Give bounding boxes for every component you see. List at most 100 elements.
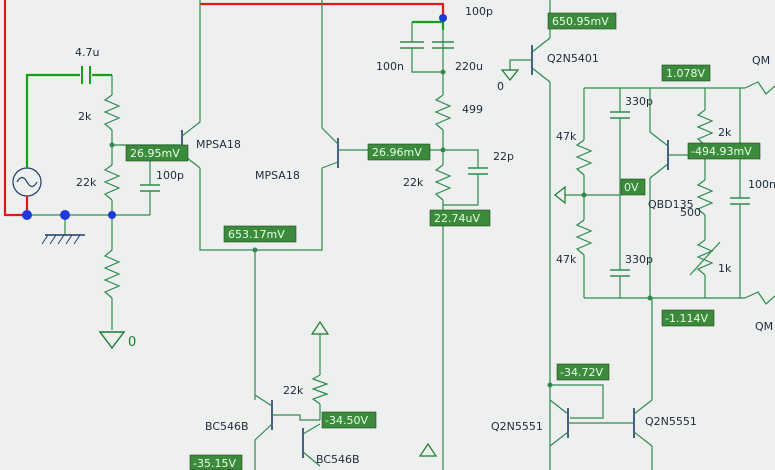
node-cap-top[interactable] [439, 14, 447, 22]
ground-triangle-bottom-2 [418, 442, 438, 457]
res-2k-right[interactable] [696, 109, 714, 146]
label-res-500: 500 [680, 206, 701, 219]
input-signal-wire[interactable] [3, 0, 27, 217]
label-q-bc546b-b: BC546B [316, 453, 360, 466]
probe-emitters[interactable]: 653.17mV [223, 225, 297, 243]
pot-wiper [689, 241, 721, 276]
svg-text:-1.114V: -1.114V [665, 312, 708, 325]
probe-2n5401[interactable]: 650.95mV [547, 12, 617, 30]
svg-text:-35.15V: -35.15V [193, 457, 236, 470]
svg-text:0V: 0V [624, 181, 639, 194]
cap-100n-wires-2 [411, 48, 443, 73]
label-cap-100n: 100n [376, 60, 404, 73]
res-22k-left[interactable] [103, 164, 121, 201]
node-input-right[interactable] [108, 211, 116, 219]
res-47k-lower[interactable] [575, 219, 593, 256]
label-cap-100p-left: 100p [156, 169, 184, 182]
probe-2n5551[interactable]: -34.72V [556, 363, 610, 381]
bc546b-b-em [302, 451, 321, 467]
ground-triangle-2n5401 [500, 69, 520, 81]
bc546b-b-col [302, 423, 321, 435]
mpsa18-a-collector [181, 121, 201, 137]
bc546b-a-em [254, 423, 273, 441]
label-cap-100n-right: 100n [748, 178, 775, 191]
svg-text:650.95mV: 650.95mV [552, 15, 609, 28]
res-2k-left[interactable] [103, 94, 121, 131]
q2n5551-bridge [550, 384, 604, 419]
res-47k-upper[interactable] [575, 139, 593, 176]
res-499[interactable] [434, 94, 452, 131]
bd135-em [649, 163, 669, 179]
label-res-47k-lower: 47k [556, 253, 577, 266]
node-input-ground[interactable] [60, 210, 70, 220]
label-res-2k-left: 2k [78, 110, 92, 123]
mpsa18-b-collector [321, 127, 339, 145]
cap-22p-wires-2 [443, 174, 479, 206]
svg-text:26.95mV: 26.95mV [130, 147, 180, 160]
res-right-edge-top [744, 81, 775, 95]
q2n5401-col [531, 67, 551, 83]
junction-1 [109, 142, 115, 148]
label-q-2n5551-a: Q2N5551 [491, 420, 543, 433]
label-cap-330p-lower: 330p [625, 253, 653, 266]
label-cap-100p-top: 100p [465, 5, 493, 18]
res-22k-bottom[interactable] [311, 374, 329, 405]
label-q-bc546b-a: BC546B [205, 420, 249, 433]
probe-zero[interactable]: 0V [620, 178, 646, 196]
junction-2 [252, 247, 258, 253]
cap-22p-wires [443, 149, 479, 168]
label-q-mpsa18-a: MPSA18 [196, 138, 241, 151]
input-coupling-wire[interactable] [25, 73, 80, 160]
label-q-2n5551-b: Q2N5551 [645, 415, 697, 428]
junction-5 [581, 192, 587, 198]
probe-bd135[interactable]: -494.93mV [687, 142, 761, 160]
probe-base-b[interactable]: 26.96mV [367, 143, 431, 161]
top-feed-wire[interactable] [200, 2, 445, 18]
top-cap-wire[interactable] [412, 20, 445, 30]
label-res-499: 499 [462, 103, 483, 116]
label-res-22k-left: 22k [76, 176, 97, 189]
q2n5401-em [531, 37, 551, 53]
svg-text:1.078V: 1.078V [666, 67, 705, 80]
label-cap-input: 4.7u [75, 46, 99, 59]
ground-triangle-bottom-1 [310, 320, 330, 335]
ground-triangle-0 [98, 331, 126, 350]
res-1k-pot[interactable] [696, 239, 714, 276]
label-q-bottom-right: QM [755, 320, 773, 333]
q2n5401-base-wire [509, 59, 532, 70]
probe-bc546b[interactable]: -34.50V [321, 411, 377, 429]
res-22k-mid[interactable] [434, 164, 452, 201]
label-ground-0-top: 0 [497, 80, 504, 93]
label-cap-330p-upper: 330p [625, 95, 653, 108]
probe-bc546b-bottom[interactable]: -35.15V [189, 454, 243, 470]
ground-hatch [41, 234, 81, 245]
label-q-mpsa18-b: MPSA18 [255, 169, 300, 182]
svg-text:-494.93mV: -494.93mV [691, 145, 752, 158]
node-input-left[interactable] [22, 210, 32, 220]
label-q-2n5401: Q2N5401 [547, 52, 599, 65]
probe-bottom-rail[interactable]: -1.114V [661, 309, 715, 327]
bd135-col [649, 131, 669, 147]
bc546b-a-col [254, 394, 273, 407]
label-res-2k-right: 2k [718, 126, 732, 139]
bc546b-a-base-wire [272, 414, 320, 421]
probe-feedback[interactable]: 22.74uV [429, 209, 491, 227]
mpsa18-b-emitter [321, 161, 339, 169]
label-cap-22p: 22p [493, 150, 514, 163]
q2n5551-b-em [633, 431, 653, 447]
probe-top-rail[interactable]: 1.078V [661, 64, 711, 82]
junction-4 [440, 69, 446, 75]
ac-source-wave [16, 176, 38, 188]
ground-triangle-bias [554, 185, 566, 205]
probe-base-a[interactable]: 26.95mV [125, 144, 189, 162]
svg-text:22.74uV: 22.74uV [434, 212, 480, 225]
res-right-edge-bottom [744, 291, 775, 305]
label-res-1k-pot: 1k [718, 262, 732, 275]
svg-text:653.17mV: 653.17mV [228, 228, 285, 241]
svg-text:-34.72V: -34.72V [560, 366, 603, 379]
res-bottom-left[interactable] [103, 249, 121, 299]
res-500[interactable] [696, 179, 714, 216]
junction-8 [547, 382, 553, 388]
